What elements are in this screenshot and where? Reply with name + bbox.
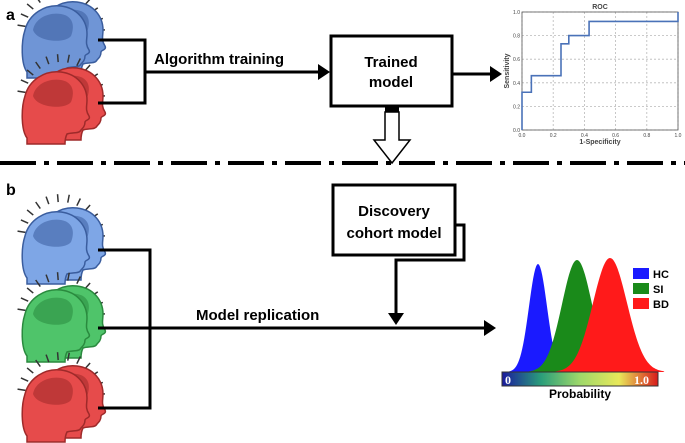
head-profile-icon xyxy=(17,194,107,285)
roc-xtick: 0.8 xyxy=(643,133,650,139)
colorbar-max-label: 1.0 xyxy=(634,373,649,387)
probability-colorbar xyxy=(501,371,659,387)
hollow-down-arrow-icon xyxy=(372,106,412,165)
roc-curve xyxy=(521,12,679,130)
panel-a-letter: a xyxy=(6,7,15,24)
trained-model-line1: Trained xyxy=(364,54,417,71)
roc-ytick: 0.6 xyxy=(513,57,520,63)
head-profile-icon xyxy=(17,0,107,79)
model-replication-label: Model replication xyxy=(196,307,319,324)
head-profile-icon xyxy=(17,54,107,145)
discovery-model-line1: Discovery xyxy=(358,203,430,220)
trained-model-line2: model xyxy=(369,74,413,91)
distribution-legend: HC SI BD xyxy=(633,268,669,311)
probability-axis-label: Probability xyxy=(549,387,611,401)
roc-ytick: 0.0 xyxy=(513,128,520,134)
colorbar-min-label: 0 xyxy=(505,373,511,387)
roc-xtick: 0.0 xyxy=(519,133,526,139)
trained-model-box xyxy=(329,34,454,108)
roc-arrow-head xyxy=(490,66,502,82)
roc-axes xyxy=(521,11,679,131)
distribution-bd xyxy=(555,258,665,372)
legend-label-hc: HC xyxy=(653,269,669,281)
roc-ytick: 0.8 xyxy=(513,34,520,40)
roc-xtick: 0.4 xyxy=(581,133,588,139)
roc-ytick: 1.0 xyxy=(513,10,520,16)
roc-ytick: 0.2 xyxy=(513,104,520,110)
head-profile-icon xyxy=(17,352,107,443)
discovery-model-line2: cohort model xyxy=(346,225,441,242)
roc-xlabel: 1-Specificity xyxy=(579,139,620,146)
roc-xtick: 1.0 xyxy=(675,133,682,139)
legend-swatch-bd xyxy=(633,298,649,309)
roc-title: ROC xyxy=(592,4,608,11)
roc-xtick: 0.6 xyxy=(612,133,619,139)
roc-ylabel: Sensitivity xyxy=(504,53,511,88)
probability-distribution: 0 1.0 Probability HC SI BD xyxy=(501,258,669,401)
panel-a-connectors xyxy=(98,38,318,105)
panel-b-heads xyxy=(17,194,107,443)
legend-swatch-hc xyxy=(633,268,649,279)
training-arrow-head xyxy=(318,64,330,80)
panel-b-letter: b xyxy=(6,182,16,199)
roc-frame xyxy=(510,2,685,152)
roc-ytick: 0.4 xyxy=(513,81,520,87)
roc-chart: 0.00.0 0.2 0.2 0.4 0.4 0.6 0.6 0.8 0.8 1.0 1.0 ROC 1… xyxy=(504,2,685,152)
roc-xtick: 0.2 xyxy=(550,133,557,139)
discovery-arrow-head xyxy=(388,313,404,325)
head-profile-icon xyxy=(17,272,107,363)
legend-label-bd: BD xyxy=(653,299,669,311)
algorithm-training-label: Algorithm training xyxy=(154,51,284,68)
panel-a-heads xyxy=(17,0,107,145)
discovery-model-box xyxy=(331,183,457,257)
legend-label-si: SI xyxy=(653,284,663,296)
replication-arrow-head xyxy=(484,320,496,336)
panel-b-connectors xyxy=(98,223,484,410)
legend-swatch-si xyxy=(633,283,649,294)
